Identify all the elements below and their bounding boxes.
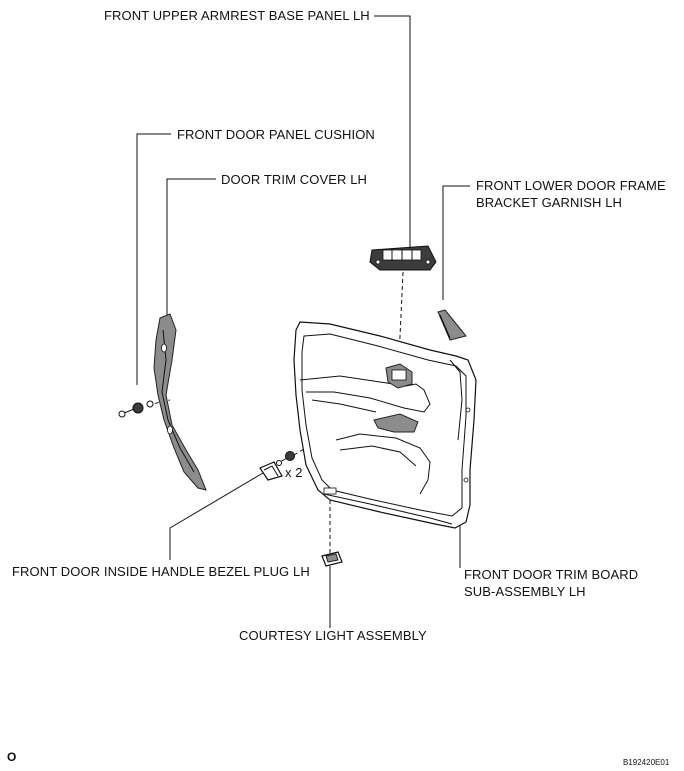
label-trim-board-line2: SUB-ASSEMBLY LH <box>464 584 586 599</box>
inside-handle-bezel-plug <box>259 461 283 481</box>
trim-clip <box>276 451 295 466</box>
label-bracket-garnish-line2: BRACKET GARNISH LH <box>476 195 623 210</box>
leader-panel-cushion <box>136 133 171 385</box>
label-bezel-plug: FRONT DOOR INSIDE HANDLE BEZEL PLUG LH <box>12 564 310 579</box>
figure-code: B192420E01 <box>623 758 670 767</box>
courtesy-light-assembly <box>321 551 343 567</box>
label-clip-quantity: x 2 <box>285 465 303 480</box>
door-trim-board <box>293 321 477 529</box>
label-front-door-panel-cushion: FRONT DOOR PANEL CUSHION <box>177 127 375 142</box>
door-trim-cover <box>153 313 207 491</box>
label-trim-board-line1: FRONT DOOR TRIM BOARD <box>464 567 639 582</box>
label-upper-armrest-base-panel: FRONT UPPER ARMREST BASE PANEL LH <box>104 8 370 23</box>
corner-mark: O <box>7 750 17 764</box>
lower-door-frame-bracket-garnish <box>437 309 467 341</box>
upper-armrest-base-panel <box>369 245 437 271</box>
label-courtesy-light: COURTESY LIGHT ASSEMBLY <box>239 628 427 643</box>
leader-trim-cover <box>166 178 216 320</box>
label-door-trim-cover: DOOR TRIM COVER LH <box>221 172 368 187</box>
leader-bezel-plug <box>169 469 269 560</box>
label-bracket-garnish-line1: FRONT LOWER DOOR FRAME <box>476 178 666 193</box>
leader-upper-armrest <box>374 15 411 248</box>
leader-bracket-garnish <box>442 185 470 300</box>
door-panel-cushion <box>118 400 154 418</box>
